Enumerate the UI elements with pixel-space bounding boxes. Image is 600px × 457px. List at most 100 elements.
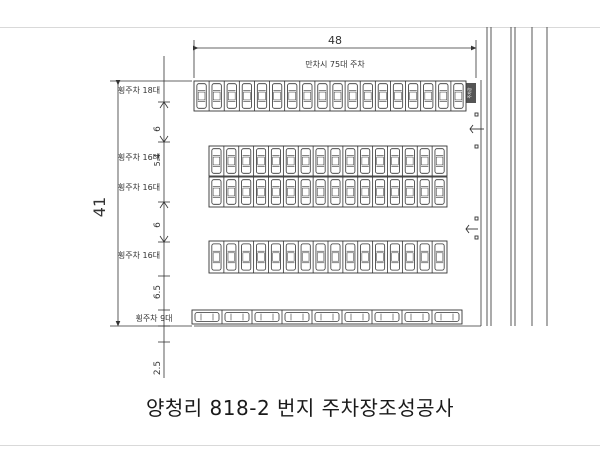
car-icon: [345, 243, 356, 271]
parking-stall: [282, 241, 296, 273]
parking-stall: [282, 146, 296, 176]
car-icon: [241, 83, 252, 109]
car-icon: [241, 148, 252, 174]
parking-stall: [223, 177, 237, 207]
parking-stall: [341, 310, 370, 324]
car-icon: [226, 243, 237, 271]
parking-stall: [268, 241, 281, 273]
parking-stall: [401, 241, 415, 273]
car-icon: [270, 243, 281, 271]
parking-stall: [372, 177, 386, 207]
parking-stall: [282, 177, 296, 207]
parking-row-1: [193, 80, 467, 112]
car-icon: [285, 148, 296, 174]
car-icon: [404, 179, 415, 205]
car-icon: [389, 179, 400, 205]
row-labels: 횡주차 18대 횡주차 16대 횡주차 16대 횡주차 16대 횡주차 9대: [118, 85, 173, 323]
car-icon: [453, 83, 464, 109]
car-icon: [389, 148, 400, 174]
car-icon: [360, 179, 371, 205]
car-icon: [434, 243, 445, 271]
parking-stall: [431, 241, 445, 273]
parking-stall: [371, 310, 400, 324]
parking-stall: [284, 81, 298, 111]
car-icon: [300, 243, 311, 271]
car-icon: [375, 243, 386, 271]
parking-stall: [327, 177, 341, 207]
parking-stall: [223, 81, 237, 111]
parking-stall: [254, 81, 268, 111]
parking-stall: [401, 310, 430, 324]
car-icon: [224, 312, 250, 322]
left-dimension: 41: [90, 79, 192, 327]
aisle-label-4: 6.5: [153, 285, 163, 299]
parking-stall: [327, 146, 341, 176]
aisle-label-5: 2.5: [153, 361, 163, 375]
parking-row-4: [208, 240, 448, 274]
top-dimension: 48 만차시 75대 주차: [192, 34, 477, 78]
car-icon: [300, 148, 311, 174]
parking-stall: [238, 81, 252, 111]
parking-stall: [253, 241, 267, 273]
parking-stall: [211, 243, 222, 271]
car-icon: [270, 179, 281, 205]
parking-stall: [312, 177, 326, 207]
car-icon: [315, 243, 326, 271]
parking-stall: [374, 81, 388, 111]
parking-row-2: [208, 145, 448, 177]
car-icon: [300, 179, 311, 205]
aisle-label-1: 6: [153, 126, 163, 132]
road-lines: [486, 27, 548, 326]
car-icon: [404, 243, 415, 271]
drawing-title: 양청리 818-2 번지 주차장조성공사: [146, 396, 454, 420]
parking-stall: [314, 81, 328, 111]
parking-stall: [297, 241, 311, 273]
car-icon: [345, 179, 356, 205]
parking-stall: [357, 146, 371, 176]
car-icon: [194, 312, 220, 322]
car-icon: [377, 83, 388, 109]
car-icon: [389, 243, 400, 271]
parking-stall: [416, 177, 430, 207]
car-icon: [374, 312, 400, 322]
parking-stall: [342, 146, 356, 176]
row-label-5: 횡주차 9대: [135, 313, 172, 323]
car-icon: [419, 179, 430, 205]
parking-stall: [268, 146, 281, 176]
car-icon: [211, 148, 222, 174]
car-icon: [226, 179, 237, 205]
car-icon: [241, 179, 252, 205]
parking-stall: [359, 81, 373, 111]
parking-stall: [431, 310, 460, 324]
parking-stall: [269, 81, 283, 111]
car-icon: [211, 83, 222, 109]
car-icon: [196, 83, 207, 109]
parking-stall: [238, 241, 252, 273]
car-icon: [302, 83, 313, 109]
parking-stall: [435, 81, 449, 111]
sign-text: 주차장: [466, 87, 472, 98]
row-label-1: 횡주차 18대: [118, 85, 160, 95]
car-icon: [419, 148, 430, 174]
car-icon: [408, 83, 419, 109]
car-icon: [256, 83, 268, 109]
car-icon: [362, 83, 373, 109]
parking-stall: [299, 81, 313, 111]
top-rule: [0, 27, 600, 28]
left-dimension-label: 41: [90, 197, 109, 217]
car-icon: [332, 83, 343, 109]
parking-stall: [223, 241, 237, 273]
car-icon: [404, 148, 415, 174]
parking-stall: [420, 81, 434, 111]
car-icon: [285, 179, 296, 205]
parking-stall: [357, 241, 371, 273]
row-label-3: 횡주차 16대: [118, 182, 160, 192]
parking-stall: [196, 83, 207, 109]
car-icon: [285, 243, 296, 271]
car-icon: [226, 83, 237, 109]
parking-stall: [223, 146, 237, 176]
car-icon: [423, 83, 434, 109]
car-icon: [256, 243, 267, 271]
site-boundary: [194, 80, 482, 327]
car-icon: [226, 148, 237, 174]
